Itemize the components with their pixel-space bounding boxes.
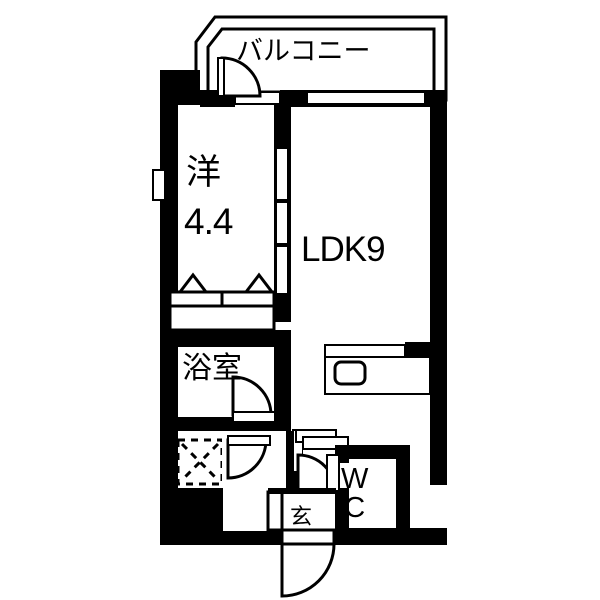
toilet-area xyxy=(349,459,396,530)
kitchen-counter xyxy=(324,342,431,395)
closet-western-room xyxy=(168,272,276,332)
sliding-doors-western-ldk xyxy=(275,147,289,295)
entrance-door xyxy=(280,528,336,598)
ldk-area xyxy=(291,107,430,447)
hallway-door-washroom xyxy=(226,435,271,480)
genkan-area xyxy=(266,488,336,532)
balcony-door xyxy=(217,56,262,98)
balcony-outline xyxy=(194,15,448,102)
wall-closet-bathroom xyxy=(160,330,291,347)
balcony-sill xyxy=(234,91,426,105)
window-western-room xyxy=(152,169,166,201)
kitchen-sink xyxy=(333,360,367,386)
wc-door xyxy=(296,453,340,495)
wall-wc-bottom xyxy=(335,528,447,545)
bathroom-door xyxy=(231,375,276,423)
